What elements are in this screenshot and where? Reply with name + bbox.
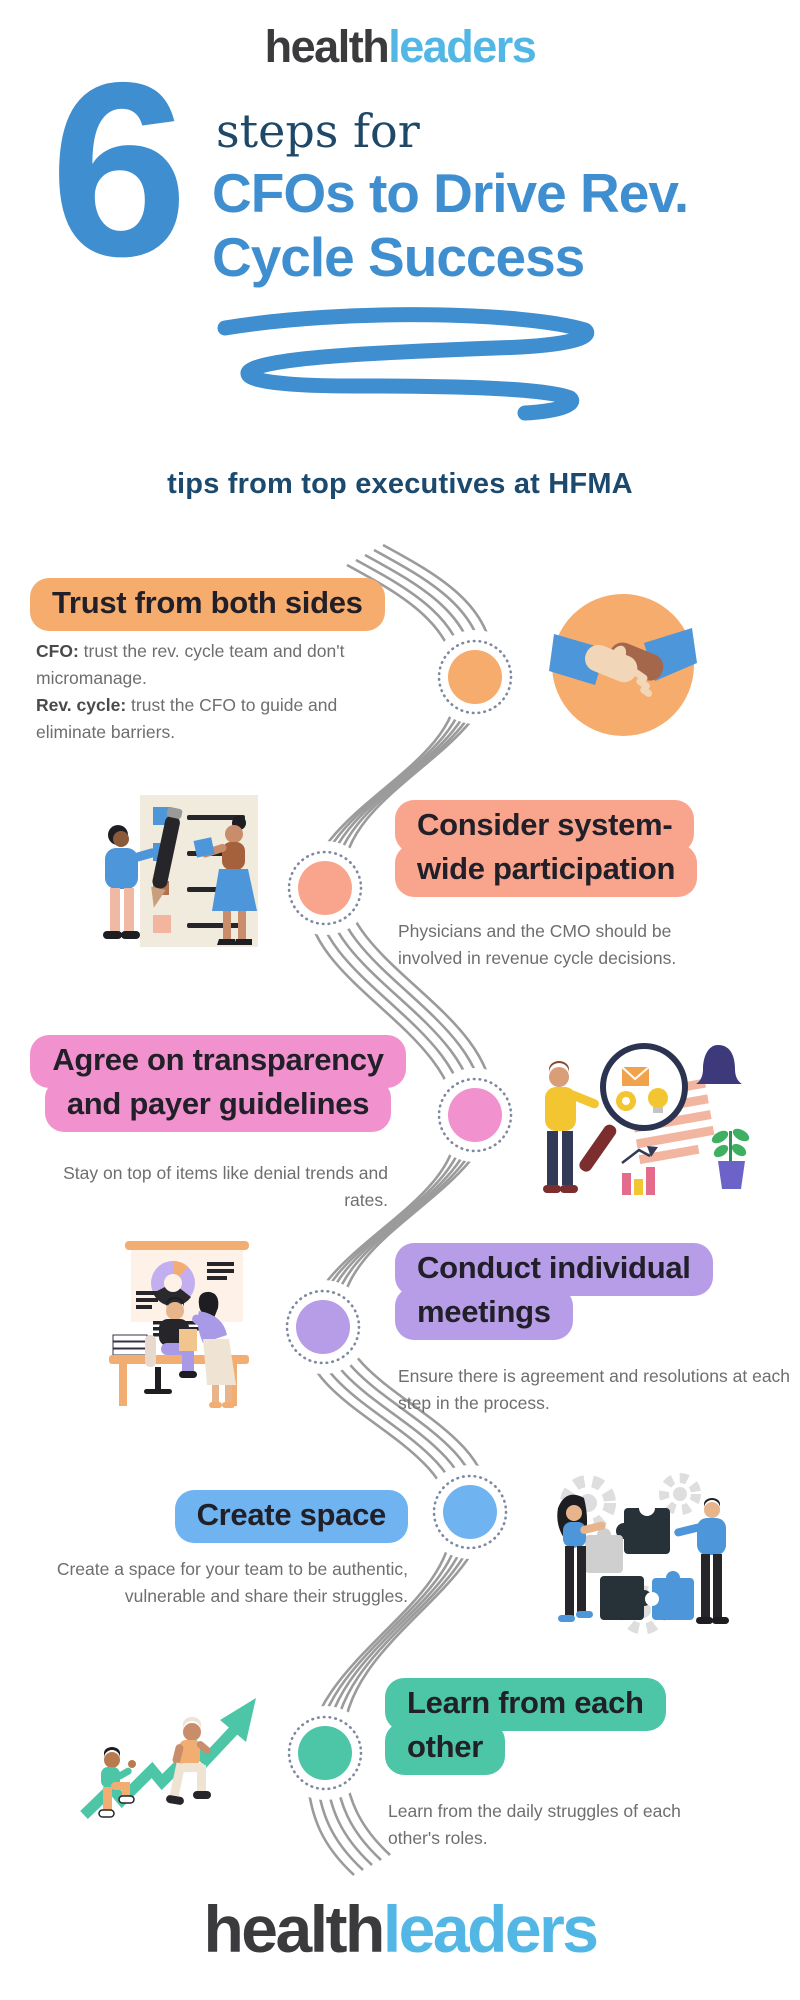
healthleaders-logo-bottom: healthleaders — [0, 1896, 800, 1962]
desk-meeting-icon — [109, 1241, 249, 1408]
step-4-title-pill: Conduct individual meetings — [395, 1243, 713, 1340]
step-3-title-line-2: and payer guidelines — [44, 1079, 392, 1132]
step-5-title-pill: Create space — [28, 1490, 408, 1543]
logo-part-health: health — [264, 21, 390, 72]
bell — [696, 1045, 742, 1084]
step-2-title-line-2: wide participation — [395, 844, 698, 897]
puzzle-collaboration-icon — [557, 1473, 729, 1635]
step-1-body: CFO: trust the rev. cycle team and don't… — [36, 638, 401, 747]
step-1-title: Trust from both sides — [30, 578, 385, 631]
step-1-body-text-1: trust the rev. cycle team and don't micr… — [36, 641, 345, 689]
title-line-2: Cycle Success — [212, 226, 585, 288]
title-line-1: CFOs to Drive Rev. — [212, 162, 689, 224]
step-6-body: Learn from the daily struggles of each o… — [388, 1801, 681, 1849]
step-2-node — [278, 841, 372, 935]
logo-part-leaders: leaders — [382, 1892, 599, 1966]
logo-part-health: health — [203, 1892, 385, 1966]
step-3-node — [428, 1068, 522, 1162]
step-1-body-bold-2: Rev. cycle: — [36, 695, 127, 716]
growth-climb-icon — [80, 1698, 256, 1819]
step-4-body: Ensure there is agreement and resolution… — [398, 1366, 791, 1414]
step-1-node — [428, 630, 522, 724]
step-5-node — [423, 1465, 517, 1559]
step-3-body: Stay on top of items like denial trends … — [63, 1163, 388, 1211]
step-2-title-pill: Consider system- wide participation — [395, 800, 698, 897]
magnifier-analysis-icon — [543, 1043, 750, 1195]
path-strands — [303, 543, 495, 1876]
step-1-title-pill: Trust from both sides — [30, 578, 385, 631]
step-6-title-line-2: other — [385, 1722, 506, 1775]
step-1-body-text-2: trust the CFO to guide and eliminate bar… — [36, 695, 338, 743]
big-number-6: 6 — [50, 30, 188, 308]
brush-swoosh-icon — [217, 307, 595, 421]
step-6-title-line-1: Learn from each — [385, 1678, 666, 1731]
healthleaders-logo-top: healthleaders — [0, 24, 800, 69]
pencil — [151, 807, 183, 908]
step-4-title-line-2: meetings — [395, 1287, 573, 1340]
step-6-title-pill: Learn from each other — [385, 1678, 666, 1775]
step-5-body: Create a space for your team to be authe… — [56, 1559, 408, 1607]
title-kicker: steps for — [216, 104, 420, 158]
step-6-node — [278, 1706, 372, 1800]
step-1-body-bold-1: CFO: — [36, 641, 79, 661]
step-3-title-pill: Agree on transparency and payer guidelin… — [28, 1035, 408, 1132]
step-5-title: Create space — [174, 1490, 408, 1543]
checklist-team-icon — [103, 795, 258, 947]
step-2-body: Physicians and the CMO should be involve… — [398, 921, 677, 969]
logo-part-leaders: leaders — [388, 21, 537, 72]
step-4-node — [276, 1280, 370, 1374]
subtitle: tips from top executives at HFMA — [167, 468, 633, 500]
handshake-icon — [549, 594, 697, 736]
